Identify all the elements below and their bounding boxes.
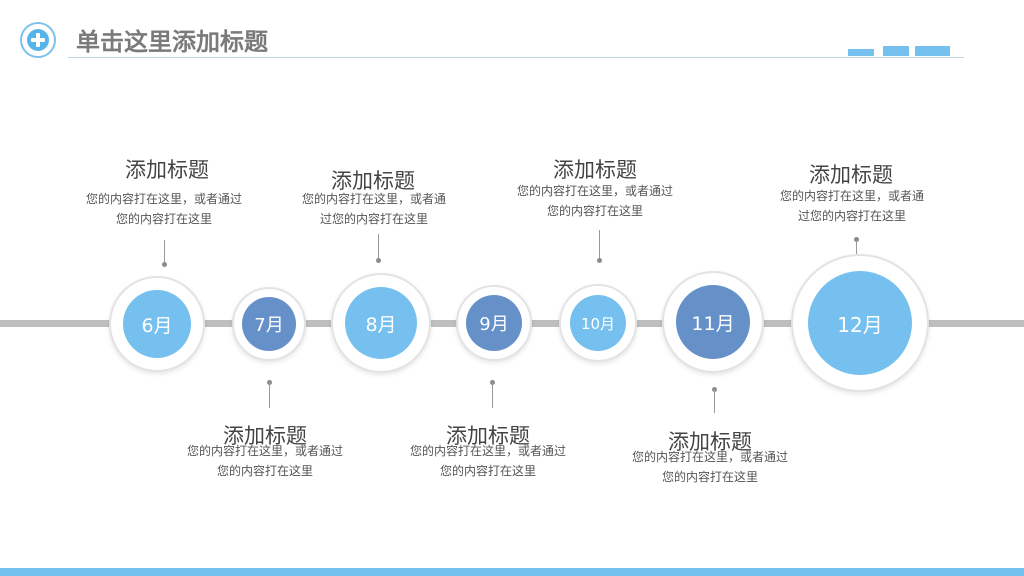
month-label: 12月 — [837, 312, 883, 337]
event-desc[interactable]: 您的内容打在这里，或者通过 您的内容打在这里 — [74, 189, 254, 229]
event-desc-line: 您的内容打在这里，或者通 — [779, 189, 924, 203]
month-node-8[interactable]: 8月 — [331, 273, 431, 373]
month-label: 7月 — [254, 315, 284, 336]
event-desc[interactable]: 您的内容打在这里，或者通过 您的内容打在这里 — [620, 447, 800, 487]
month-node-9[interactable]: 9月 — [456, 285, 532, 361]
month-node-7[interactable]: 7月 — [232, 287, 306, 361]
connector-dot — [376, 258, 381, 263]
event-desc-line: 您的内容打在这里，或者通过 — [409, 444, 566, 458]
month-node-6[interactable]: 6月 — [109, 276, 205, 372]
event-title[interactable]: 添加标题 — [446, 424, 530, 448]
medical-cross-icon — [20, 22, 56, 58]
event-title[interactable]: 添加标题 — [125, 158, 209, 182]
month-label: 11月 — [691, 312, 735, 335]
month-node-11[interactable]: 11月 — [662, 271, 764, 373]
month-disc: 9月 — [466, 295, 522, 351]
month-label: 10月 — [580, 314, 616, 333]
connector-line — [164, 240, 165, 264]
event-desc-line: 您的内容打在这里 — [546, 204, 643, 218]
event-desc[interactable]: 您的内容打在这里，或者通过 您的内容打在这里 — [175, 441, 355, 481]
event-desc-line: 您的内容打在这里，或者通 — [301, 192, 446, 206]
connector-line — [599, 230, 600, 260]
event-title[interactable]: 添加标题 — [223, 424, 307, 448]
event-title[interactable]: 添加标题 — [331, 169, 415, 193]
header-divider — [68, 57, 964, 58]
event-desc-line: 您的内容打在这里 — [216, 464, 313, 478]
event-desc-line: 您的内容打在这里，或者通过 — [631, 450, 788, 464]
month-node-12[interactable]: 12月 — [791, 254, 929, 392]
event-desc[interactable]: 您的内容打在这里，或者通过 您的内容打在这里 — [505, 181, 685, 221]
page-title[interactable]: 单击这里添加标题 — [76, 28, 268, 56]
connector-line — [378, 234, 379, 260]
event-desc-line: 您的内容打在这里 — [115, 212, 212, 226]
connector-line — [714, 389, 715, 413]
event-desc-line: 您的内容打在这里，或者通过 — [186, 444, 343, 458]
event-desc-line: 过您的内容打在这里 — [319, 212, 428, 226]
connector-dot — [854, 237, 859, 242]
month-disc: 7月 — [242, 297, 296, 351]
event-desc[interactable]: 您的内容打在这里，或者通 过您的内容打在这里 — [767, 186, 937, 226]
event-desc-line: 您的内容打在这里，或者通过 — [516, 184, 673, 198]
month-node-10[interactable]: 10月 — [559, 284, 637, 362]
month-disc: 8月 — [345, 287, 417, 359]
connector-line — [269, 382, 270, 408]
month-disc: 10月 — [570, 295, 626, 351]
connector-line — [856, 240, 857, 254]
event-title[interactable]: 添加标题 — [668, 430, 752, 454]
connector-dot — [597, 258, 602, 263]
header-accent-bar-2 — [883, 46, 909, 56]
event-desc-line: 过您的内容打在这里 — [797, 209, 906, 223]
event-desc[interactable]: 您的内容打在这里，或者通过 您的内容打在这里 — [398, 441, 578, 481]
month-disc: 12月 — [808, 271, 912, 375]
event-desc[interactable]: 您的内容打在这里，或者通 过您的内容打在这里 — [289, 189, 459, 229]
month-label: 6月 — [141, 314, 173, 337]
header-accent-bar-1 — [848, 49, 874, 56]
connector-dot — [162, 262, 167, 267]
footer-accent-bar — [0, 568, 1024, 576]
event-title[interactable]: 添加标题 — [809, 163, 893, 187]
event-desc-line: 您的内容打在这里 — [661, 470, 758, 484]
header-accent-bar-3 — [915, 46, 950, 56]
month-label: 9月 — [479, 314, 509, 335]
event-desc-line: 您的内容打在这里，或者通过 — [85, 192, 242, 206]
event-desc-line: 您的内容打在这里 — [439, 464, 536, 478]
event-title[interactable]: 添加标题 — [553, 158, 637, 182]
month-disc: 11月 — [676, 285, 750, 359]
month-disc: 6月 — [123, 290, 191, 358]
connector-line — [492, 382, 493, 408]
month-label: 8月 — [365, 313, 397, 336]
